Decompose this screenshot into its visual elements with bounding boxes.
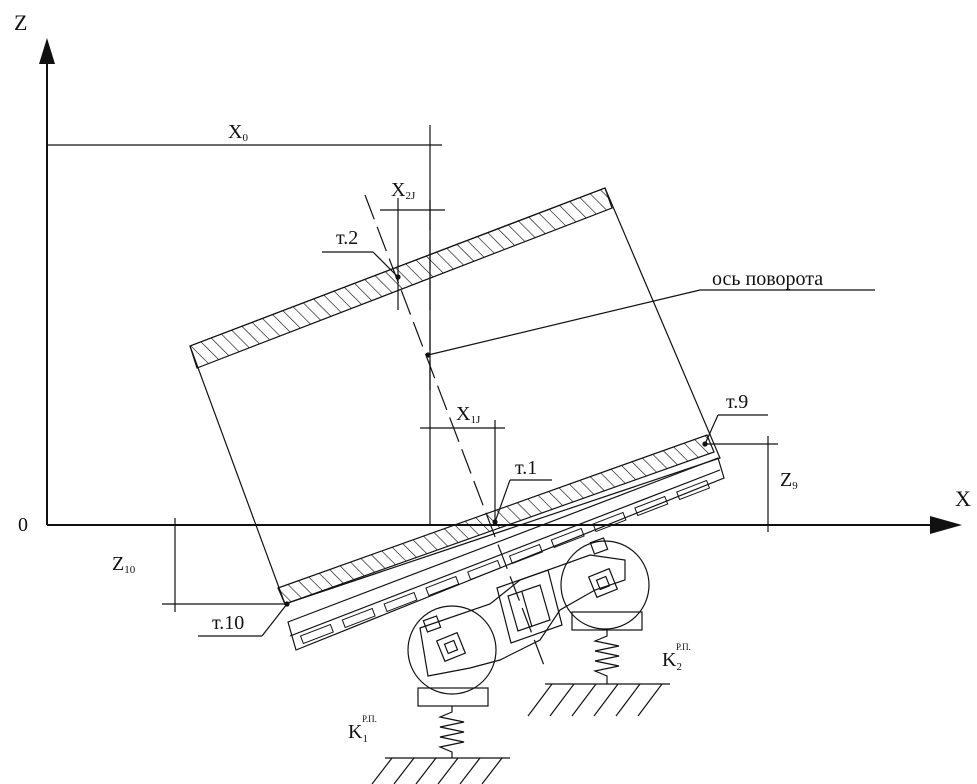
ground-1-hatch [371, 757, 503, 784]
point-t9 [702, 414, 768, 447]
point-t1 [492, 479, 552, 525]
point-t2 [322, 251, 401, 280]
t1-label: т.1 [515, 457, 537, 479]
z-axis-label: Z [14, 10, 27, 35]
frame-cell [508, 543, 543, 565]
origin-label: 0 [18, 514, 28, 536]
frame-cell [550, 527, 585, 549]
x-axis-label: X [955, 486, 971, 511]
x0-label: X0 [228, 121, 248, 144]
spring-2 [527, 611, 670, 717]
spring-1 [371, 687, 510, 784]
frame-cell [676, 479, 711, 501]
frame-cell [299, 623, 334, 645]
t2-label: т.2 [336, 227, 358, 249]
t10-label: т.10 [212, 612, 244, 634]
ground-2-hatch [527, 683, 663, 717]
frame-cell [341, 607, 376, 629]
top-hatch-band [189, 187, 613, 369]
rotation-axis-label: ось поворота [712, 268, 823, 290]
x1j-dimension-lines [420, 420, 505, 525]
frame-cell [383, 591, 418, 613]
wheel-1 [407, 605, 497, 695]
z9-dimension-lines [705, 436, 778, 532]
x1j-label: X1J [456, 403, 481, 426]
bogie [407, 537, 650, 695]
frame-cell [592, 511, 627, 533]
z9-label: Z9 [780, 469, 798, 492]
wagon-body [189, 187, 721, 605]
k2-label: K2Р.П. [662, 642, 691, 673]
z10-label: Z10 [112, 553, 136, 576]
x2j-label: X2J [391, 179, 416, 202]
z-axis [39, 38, 55, 525]
frame-cell [634, 495, 669, 517]
k1-label: K1Р.П. [348, 714, 377, 745]
rotation-axis-pointer [425, 289, 875, 358]
frame-cell [425, 575, 460, 597]
wheel-2 [560, 540, 650, 630]
wagon-frame [287, 457, 725, 651]
x2j-dimension-lines [380, 198, 445, 310]
z10-dimension-lines [162, 518, 287, 612]
t9-label: т.9 [726, 391, 748, 413]
axle-box-1 [435, 631, 467, 663]
axle-box-2 [587, 567, 619, 599]
frame-cell [467, 559, 502, 581]
